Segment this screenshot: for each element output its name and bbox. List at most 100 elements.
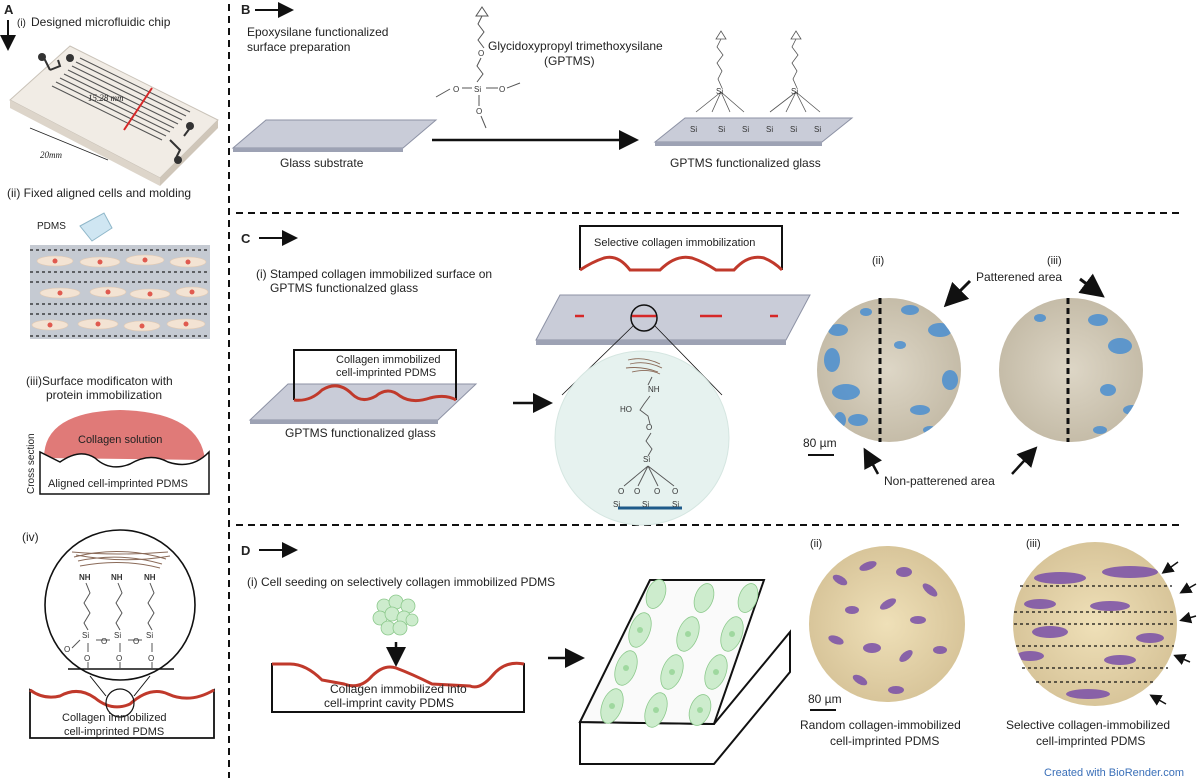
non-patterned-area-label: Non-patterened area <box>884 474 995 488</box>
panel-d-step1-label: (i) Cell seeding on selectively collagen… <box>247 575 555 589</box>
selective-label: Selective collagen immobilization <box>594 237 755 249</box>
svg-text:Si: Si <box>613 500 620 509</box>
svg-text:Si: Si <box>742 125 749 134</box>
nh-label: NH <box>111 573 123 582</box>
chemistry-zoom-circle: NH NH NH Si Si Si O O O O O O <box>44 529 196 697</box>
panel-a-step1-number: (i) <box>17 18 26 29</box>
panel-c-step1-line2: GPTMS functionalzed glass <box>270 281 418 295</box>
micrograph-d-ii <box>809 546 965 702</box>
nh-label: NH <box>79 573 91 582</box>
si-label: Si <box>643 455 650 464</box>
dim-width-label: 20mm <box>40 150 62 160</box>
scale-bar-label-d: 80 µm <box>808 692 842 706</box>
svg-text:O: O <box>476 107 482 116</box>
svg-text:Si: Si <box>672 500 679 509</box>
panel-d-letter: D <box>241 543 250 558</box>
si-label: Si <box>146 631 153 640</box>
micrograph-c-ii <box>817 298 961 442</box>
panel-b-letter: B <box>241 2 250 17</box>
svg-text:O: O <box>654 487 660 496</box>
nh-label: NH <box>144 573 156 582</box>
ho-label: HO <box>620 405 632 414</box>
panel-c-image-ii-label: (ii) <box>872 255 884 267</box>
o-label: O <box>148 654 154 663</box>
pdms-pouring-beaker <box>79 212 113 242</box>
width-dimension-line <box>29 127 109 161</box>
o-label: O <box>133 637 139 646</box>
patterned-area-label: Patterened area <box>976 270 1062 284</box>
micrograph-c-iii <box>999 298 1143 442</box>
si-label: Si <box>82 631 89 640</box>
panel-c-step1-line1: (i) Stamped collagen immobilized surface… <box>256 267 492 281</box>
svg-text:Si: Si <box>642 500 649 509</box>
selective-label-line2: cell-imprinted PDMS <box>1036 734 1145 748</box>
gptms-molecule: O Si O O O <box>435 6 521 129</box>
panel-a-step2-label: (ii) Fixed aligned cells and molding <box>7 186 191 200</box>
stamp-label-line1: Collagen immobilized <box>336 354 441 366</box>
dim-channel-label: 15.28 mm <box>88 93 124 103</box>
non-patterned-arrow <box>1011 446 1038 475</box>
o-label: O <box>646 423 652 432</box>
stamp-on-glass: Collagen immobilized cell-imprinted PDMS <box>248 349 478 424</box>
cavity-label-line2: cell-imprint cavity PDMS <box>324 696 454 710</box>
collagen-solution-label: Collagen solution <box>78 434 162 446</box>
cavity-label-line1: Collagen immobilized into <box>330 682 467 696</box>
panel-c: C (i) Stamped collagen immobilized surfa… <box>241 225 1143 526</box>
aligned-pdms-label: Aligned cell-imprinted PDMS <box>48 478 188 490</box>
svg-text:O: O <box>478 49 484 58</box>
nh-label: NH <box>648 385 660 394</box>
imm-line2: cell-imprinted PDMS <box>64 726 164 738</box>
channel-length-marker <box>123 87 153 131</box>
micrograph-d-iii <box>1013 542 1177 706</box>
panel-b: B Epoxysilane functionalized surface pre… <box>231 2 854 170</box>
glass-substrate-label: Glass substrate <box>280 156 364 170</box>
svg-text:O: O <box>499 85 505 94</box>
svg-text:Si: Si <box>766 125 773 134</box>
panel-a-step3-line1: (iii)Surface modificaton with <box>26 374 173 388</box>
o-label: O <box>64 645 70 654</box>
cell-cluster <box>372 594 419 636</box>
chip-inlet-port <box>66 54 74 62</box>
selective-arrows <box>1149 561 1197 706</box>
panel-a: A (i) Designed microfluidic chip 15.28 m… <box>0 2 219 739</box>
svg-text:Si: Si <box>718 125 725 134</box>
panel-d: D (i) Cell seeding on selectively collag… <box>241 538 1197 765</box>
chip-outlet-port <box>174 156 182 164</box>
panel-a-step1-label: Designed microfluidic chip <box>31 15 171 29</box>
panel-c-letter: C <box>241 231 251 246</box>
chip-outlet-port <box>186 122 194 130</box>
panel-b-title-line1: Epoxysilane functionalized <box>247 25 388 39</box>
seeded-pdms-3d-block <box>578 579 791 765</box>
panel-c-image-iii-label: (iii) <box>1047 255 1062 267</box>
non-patterned-arrow <box>863 447 882 475</box>
stamp-label-line2: cell-imprinted PDMS <box>336 367 436 379</box>
panel-a-letter: A <box>4 2 14 17</box>
aligned-cells-mold <box>30 245 210 339</box>
selective-label-line1: Selective collagen-immobilized <box>1006 718 1170 732</box>
imm-line1: Collagen immobilized <box>62 712 167 724</box>
patterned-arrow <box>943 279 972 308</box>
panel-d-image-iii-label: (iii) <box>1026 538 1041 550</box>
si-label: Si <box>114 631 121 640</box>
cross-section-label: Cross section <box>26 433 37 494</box>
panel-c-glass-label: GPTMS functionalized glass <box>285 426 436 440</box>
collagen-imprinted-pdms-block: Collagen immobilized cell-imprinted PDMS <box>29 688 215 739</box>
chip-inlet-port <box>38 53 46 61</box>
biorender-credit: Created with BioRender.com <box>1044 767 1184 779</box>
svg-text:O: O <box>618 487 624 496</box>
reagent-line1: Glycidoxypropyl trimethoxysilane <box>488 39 663 53</box>
o-label: O <box>116 654 122 663</box>
svg-text:O: O <box>672 487 678 496</box>
random-label-line2: cell-imprinted PDMS <box>830 734 939 748</box>
panel-b-title-line2: surface preparation <box>247 40 350 54</box>
collagen-solution-cross-section: Collagen solution Aligned cell-imprinted… <box>26 410 210 495</box>
o-label: O <box>84 654 90 663</box>
svg-text:Si: Si <box>814 125 821 134</box>
scale-bar-label-c: 80 µm <box>803 436 837 450</box>
svg-text:Si: Si <box>690 125 697 134</box>
panel-a-step4-label: (iv) <box>22 530 39 544</box>
panel-a-step3-line2: protein immobilization <box>46 388 162 402</box>
svg-text:Si: Si <box>474 85 481 94</box>
